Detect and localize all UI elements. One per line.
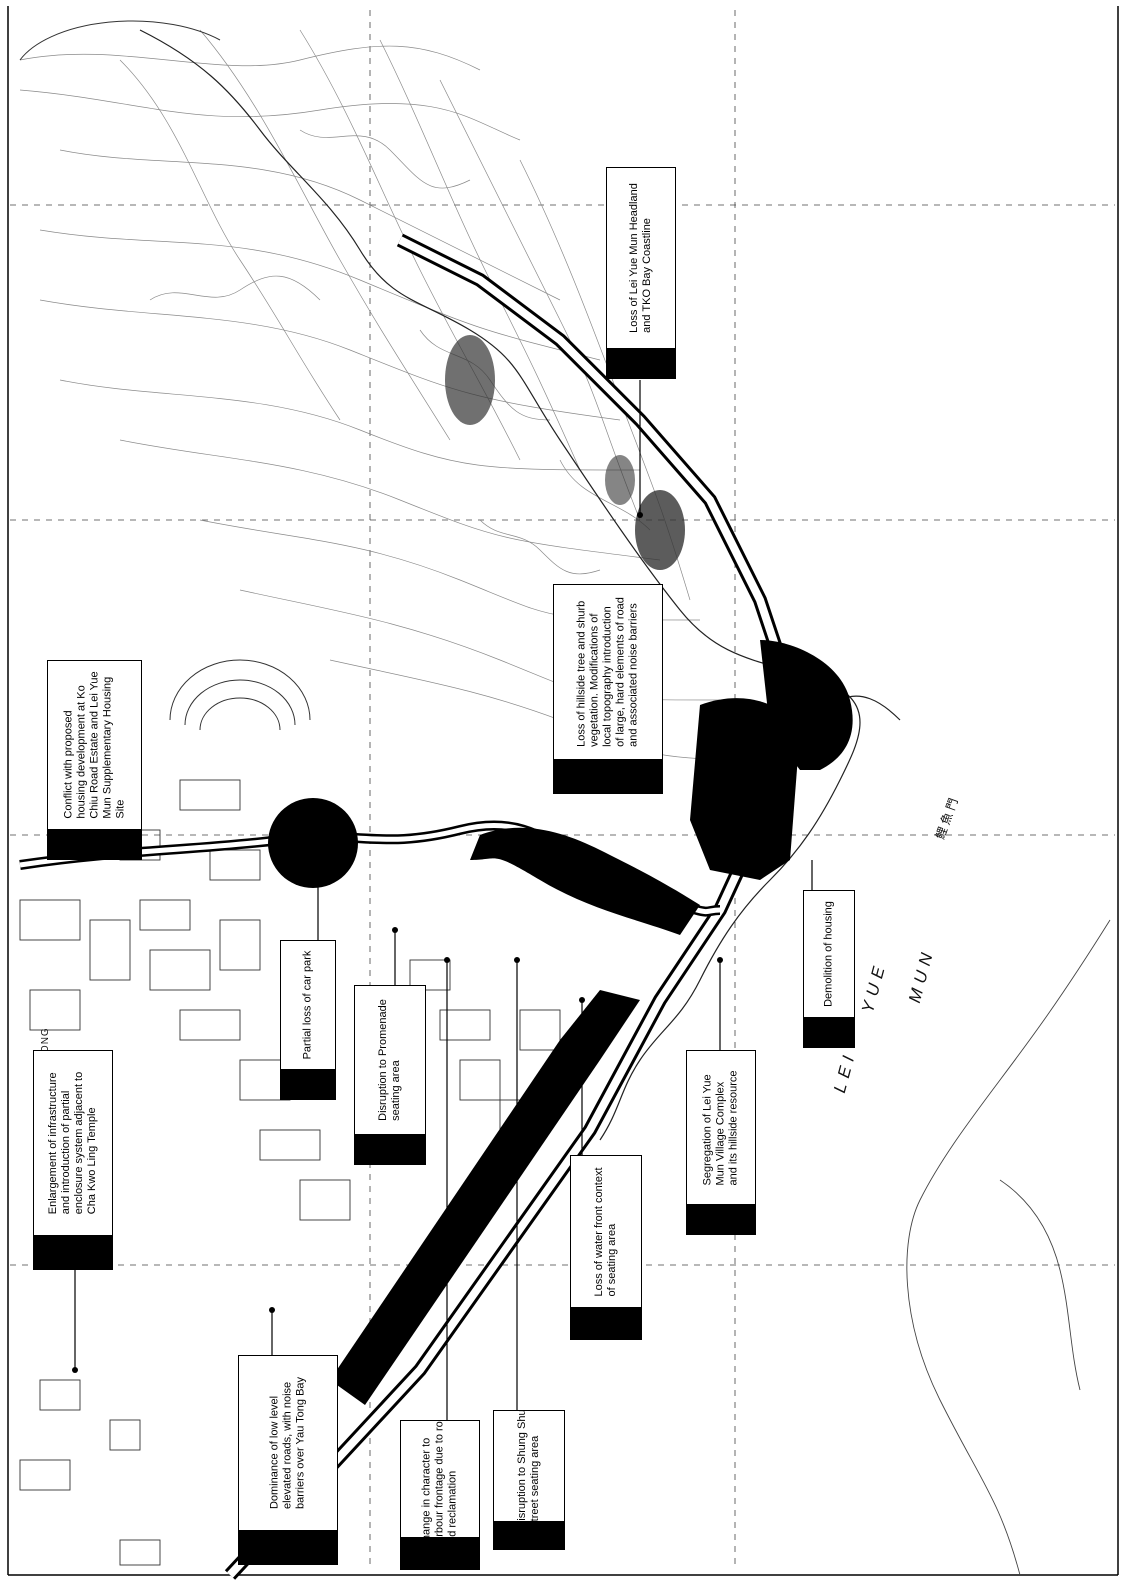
leader-lines bbox=[74, 380, 813, 1420]
callout-text: Segregation of Lei Yue Mun Village Compl… bbox=[701, 1070, 740, 1185]
callout-text: Disruption to Shung Shun Street seating … bbox=[516, 1411, 541, 1521]
callout-text: Change in character to harbour frontage … bbox=[420, 1421, 459, 1537]
impact-zones bbox=[268, 640, 853, 1405]
callout-text: Conflict with proposed housing developme… bbox=[62, 671, 126, 819]
callout-text: Demolition of housing bbox=[822, 901, 835, 1007]
callout-text: Loss of water front context of seating a… bbox=[593, 1166, 618, 1297]
callout-text: Partial loss of car park bbox=[301, 950, 314, 1060]
urban-blocks bbox=[19, 779, 561, 1566]
vegetation-patches bbox=[445, 335, 685, 570]
callout-loss-headland: Loss of Lei Yue Mun Headland and TKO Bay… bbox=[606, 167, 676, 379]
callout-disruption-promenade: Disruption to Promenade seating area bbox=[354, 985, 426, 1165]
callout-conflict-housing: Conflict with proposed housing developme… bbox=[47, 660, 142, 860]
callout-dominance: Dominance of low level elevated roads, w… bbox=[238, 1355, 338, 1565]
leader-dots bbox=[72, 512, 723, 1373]
callout-disruption-shung-shun: Disruption to Shung Shun Street seating … bbox=[493, 1410, 565, 1550]
map-frame bbox=[7, 6, 1119, 1576]
callout-text: Loss of Lei Yue Mun Headland and TKO Bay… bbox=[628, 183, 653, 333]
callout-text: Disruption to Promenade seating area bbox=[377, 999, 402, 1121]
callout-text: Enlargement of infrastructure and introd… bbox=[47, 1071, 98, 1215]
callout-enlargement: Enlargement of infrastructure and introd… bbox=[33, 1050, 113, 1270]
callout-partial-loss-car-park: Partial loss of car park bbox=[280, 940, 336, 1100]
callout-demolition: Demolition of housing bbox=[803, 890, 855, 1048]
estate-curves bbox=[19, 20, 311, 731]
far-coastline bbox=[906, 919, 1111, 1576]
callout-change-character: Change in character to harbour frontage … bbox=[400, 1420, 480, 1570]
callout-text: Dominance of low level elevated roads, w… bbox=[268, 1376, 307, 1510]
callout-loss-hillside: Loss of hillside tree and shurb vegetati… bbox=[553, 584, 663, 794]
callout-text: Loss of hillside tree and shurb vegetati… bbox=[575, 597, 640, 747]
callout-loss-water-front: Loss of water front context of seating a… bbox=[570, 1155, 642, 1340]
callout-segregation: Segregation of Lei Yue Mun Village Compl… bbox=[686, 1050, 756, 1235]
